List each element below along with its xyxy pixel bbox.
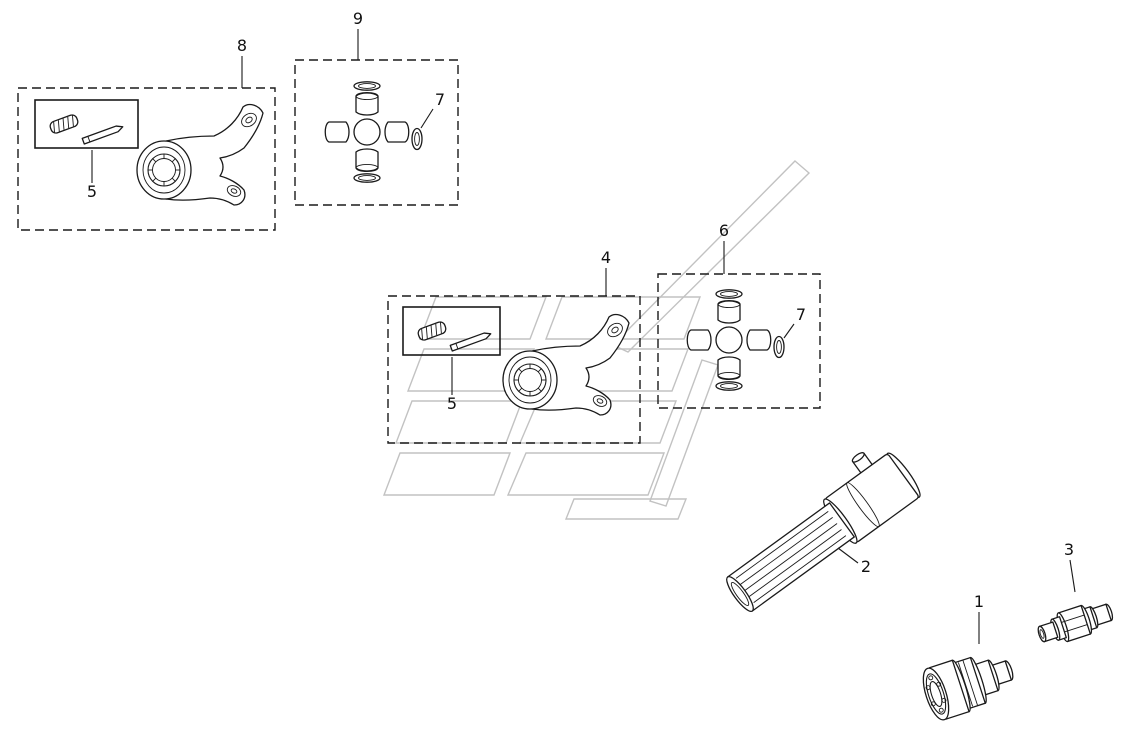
callout-7a-label: 7	[435, 90, 445, 109]
assembly-group-6	[657, 273, 821, 409]
pin-kit-box-4	[402, 306, 501, 356]
callout-4: 4	[601, 248, 611, 296]
callout-5b: 5	[447, 357, 457, 413]
yoke-icon-8	[136, 103, 264, 206]
group-6-boundary	[657, 273, 821, 409]
pto-adapter-shaft	[726, 452, 921, 613]
callout-8: 8	[237, 36, 247, 88]
pin-kit-icon-4	[416, 319, 493, 352]
callout-6-label: 6	[719, 221, 729, 240]
coupler-plug	[1037, 603, 1114, 643]
callout-2: 2	[837, 547, 871, 576]
pin-kit-icon-8	[48, 112, 125, 145]
callout-5a-label: 5	[87, 182, 97, 201]
callout-4-label: 4	[601, 248, 611, 267]
callout-3: 3	[1064, 540, 1076, 593]
assembly-group-4	[387, 295, 641, 444]
callout-2-label: 2	[861, 557, 871, 576]
assembly-group-9	[294, 59, 459, 206]
callout-1: 1	[974, 592, 984, 644]
group-8-boundary	[17, 87, 276, 231]
quick-release-coupler	[922, 656, 1014, 721]
callout-6: 6	[719, 221, 729, 274]
cross-joint-icon-6	[686, 289, 785, 391]
callout-9-label: 9	[353, 9, 363, 28]
cross-joint-icon-9	[324, 81, 423, 183]
pin-kit-box-8	[34, 99, 139, 149]
callout-9: 9	[353, 9, 363, 60]
callout-1-label: 1	[974, 592, 984, 611]
callout-7b: 7	[783, 305, 806, 339]
yoke-icon-4	[502, 313, 630, 416]
callout-3-label: 3	[1064, 540, 1074, 559]
callout-5b-label: 5	[447, 394, 457, 413]
callout-7a: 7	[420, 90, 445, 129]
callout-7b-label: 7	[796, 305, 806, 324]
group-4-boundary	[387, 295, 641, 444]
callout-8-label: 8	[237, 36, 247, 55]
coupler-balls-icon	[925, 675, 947, 713]
callout-5a: 5	[87, 150, 97, 201]
assembly-group-8	[17, 87, 276, 231]
